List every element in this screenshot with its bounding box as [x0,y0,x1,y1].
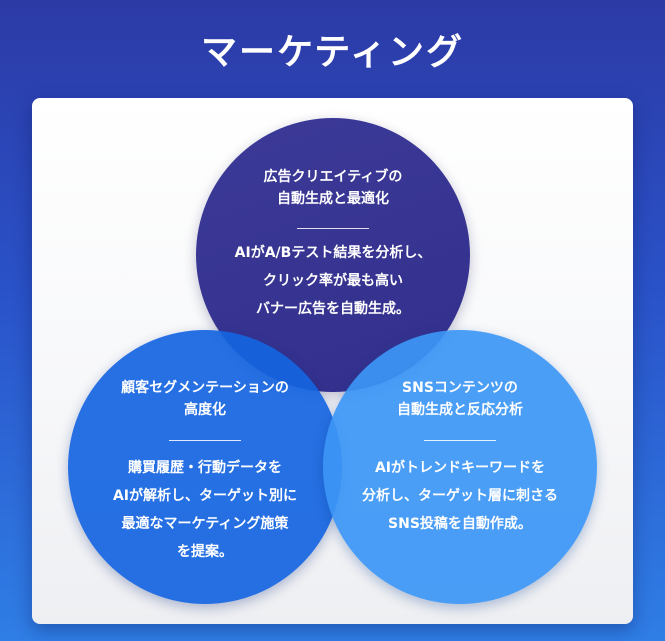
circle-heading: SNSコンテンツの 自動生成と反応分析 [397,380,523,418]
circle-heading: 広告クリエイティブの 自動生成と最適化 [263,169,403,207]
divider [424,440,496,441]
venn-card: 広告クリエイティブの 自動生成と最適化 AIがA/Bテスト結果を分析し、 クリッ… [32,98,633,624]
circle-sns-content: SNSコンテンツの 自動生成と反応分析 AIがトレンドキーワードを 分析し、ター… [323,330,597,604]
circle-segmentation: 顧客セグメンテーションの 高度化 購買履歴・行動データを AIが解析し、ターゲッ… [68,330,342,604]
circle-heading: 顧客セグメンテーションの 高度化 [121,380,289,418]
divider [169,440,241,441]
circle-body: AIがA/Bテスト結果を分析し、 クリック率が最も高い バナー広告を自動生成。 [234,245,432,317]
page-title: マーケティング [200,32,465,73]
circle-body: AIがトレンドキーワードを 分析し、ターゲット層に刺さる SNS投稿を自動作成。 [362,460,558,532]
circle-body: 購買履歴・行動データを AIが解析し、ターゲット別に 最適なマーケティング施策 … [112,460,298,560]
divider [297,228,369,229]
